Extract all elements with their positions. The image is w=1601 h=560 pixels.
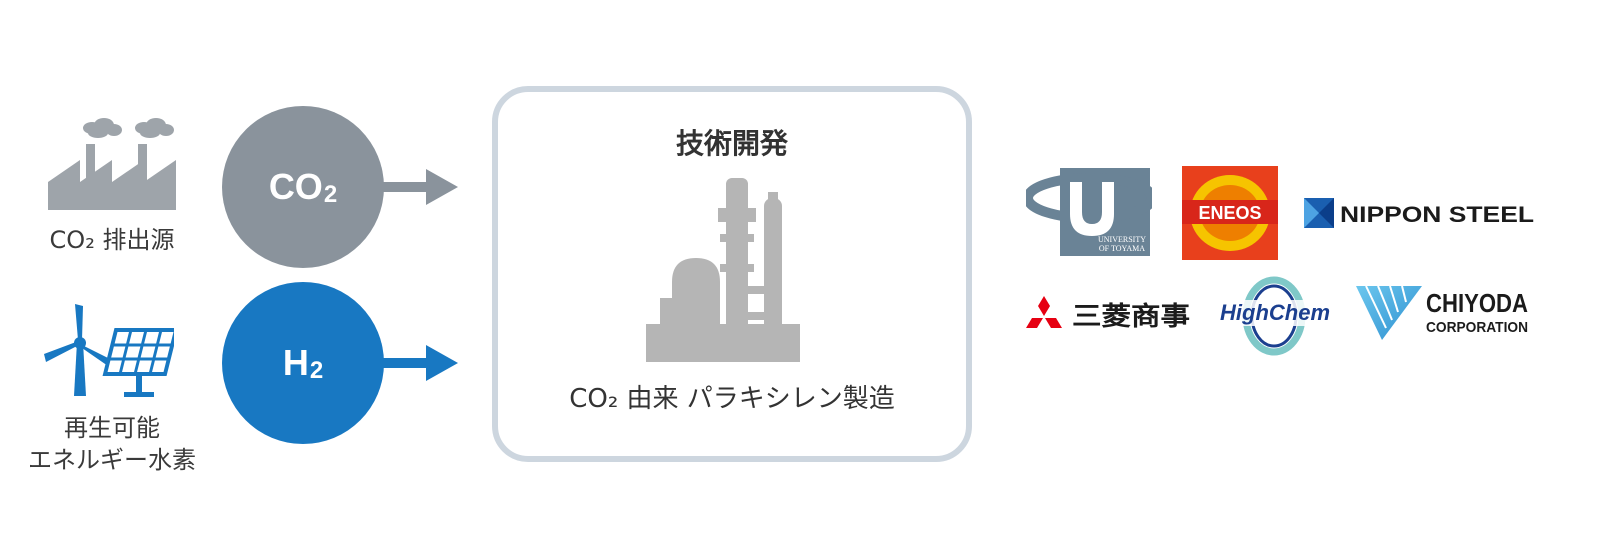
co2-circle-text: CO: [268, 166, 323, 207]
h2-circle-text: H: [282, 342, 309, 383]
eneos-logo: ENEOS: [1182, 166, 1278, 260]
svg-text:CORPORATION: CORPORATION: [1426, 319, 1528, 336]
renewable-h2-label-line: 再生可能: [64, 414, 160, 442]
process-title: 技術開発: [675, 127, 788, 160]
chemical-plant-icon: [646, 178, 800, 362]
factory-icon: [48, 118, 176, 210]
svg-text:三菱商事: 三菱商事: [1072, 301, 1190, 332]
chiyoda-logo: CHIYODA CORPORATION: [1356, 285, 1528, 340]
mitsubishi-logo: 三菱商事: [1026, 296, 1190, 332]
renewable-h2-label: 再生可能 エネルギー水素: [8, 412, 216, 476]
co2-circle-subscript: 2: [323, 181, 338, 208]
svg-text:UNIVERSITY: UNIVERSITY: [1098, 235, 1146, 244]
highchem-logo: HighChem: [1212, 276, 1338, 356]
h2-circle-subscript: 2: [309, 357, 324, 384]
h2-arrow: [382, 345, 458, 381]
svg-text:ENEOS: ENEOS: [1198, 203, 1261, 223]
svg-text:CHIYODA: CHIYODA: [1426, 288, 1528, 318]
svg-text:NIPPON STEEL: NIPPON STEEL: [1340, 202, 1534, 227]
process-caption: CO₂ 由来 パラキシレン製造: [569, 384, 895, 414]
svg-text:OF TOYAMA: OF TOYAMA: [1099, 244, 1145, 253]
co2-source-label: CO₂ 排出源: [14, 224, 210, 256]
renewable-h2-label-line: エネルギー水素: [28, 446, 196, 474]
nippon-steel-logo: NIPPON STEEL: [1304, 198, 1534, 228]
university-of-toyama-logo: UNIVERSITY OF TOYAMA: [1026, 168, 1152, 256]
process-box: [492, 86, 972, 462]
wind-solar-icon: [44, 304, 174, 397]
co2-source-label-line: CO₂ 排出源: [49, 226, 175, 254]
svg-text:HighChem: HighChem: [1220, 300, 1330, 325]
co2-arrow: [382, 169, 458, 205]
